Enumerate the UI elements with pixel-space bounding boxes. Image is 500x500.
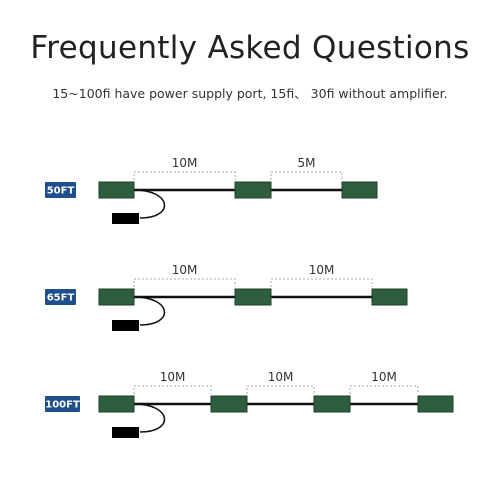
length-badge-label: 50FT xyxy=(47,186,75,197)
page-title: Frequently Asked Questions xyxy=(30,30,470,66)
power-adapter xyxy=(112,213,139,224)
length-badge xyxy=(45,182,76,198)
connector-block xyxy=(98,288,135,306)
dimension-bracket xyxy=(270,278,373,287)
length-badge-label: 65FT xyxy=(47,293,75,304)
power-adapter xyxy=(112,427,139,438)
dimension-bracket xyxy=(133,171,236,180)
power-lead xyxy=(133,189,166,219)
segment-length-label: 10M xyxy=(172,263,198,277)
power-adapter xyxy=(112,320,139,331)
page-subtitle: 15~100fi have power supply port, 15fi、 3… xyxy=(52,86,448,101)
dimension-bracket xyxy=(349,385,419,394)
power-lead xyxy=(133,296,166,326)
length-badge xyxy=(45,289,76,305)
connector-block xyxy=(341,181,378,199)
dimension-bracket xyxy=(246,385,315,394)
length-badge-label: 100FT xyxy=(45,400,80,411)
dimension-bracket xyxy=(133,385,212,394)
segment-length-label: 10M xyxy=(268,370,294,384)
segment-length-label: 10M xyxy=(309,263,335,277)
power-lead xyxy=(133,403,166,433)
length-badge xyxy=(45,396,80,412)
connector-block xyxy=(98,181,135,199)
segment-length-label: 10M xyxy=(371,370,397,384)
connector-block xyxy=(417,395,454,413)
connector-block xyxy=(234,181,272,199)
dimension-bracket xyxy=(270,171,343,180)
segment-length-label: 10M xyxy=(160,370,186,384)
segment-length-label: 10M xyxy=(172,156,198,170)
connector-block xyxy=(313,395,351,413)
connector-block xyxy=(371,288,408,306)
segment-length-label: 5M xyxy=(298,156,316,170)
dimension-bracket xyxy=(133,278,236,287)
connector-block xyxy=(210,395,248,413)
connector-block xyxy=(234,288,272,306)
connector-block xyxy=(98,395,135,413)
